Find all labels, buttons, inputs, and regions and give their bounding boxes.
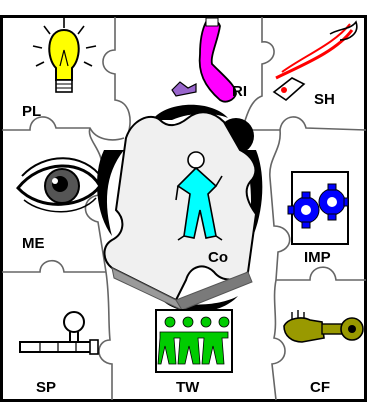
label-sh: SH [314, 91, 335, 108]
label-pl: PL [22, 103, 41, 120]
label-imp: IMP [304, 249, 331, 266]
label-me: ME [22, 235, 45, 252]
label-tw: TW [176, 379, 200, 396]
label-ri: RI [232, 83, 247, 100]
label-co: Co [208, 249, 228, 266]
center-piece [105, 112, 257, 310]
gears-icon [288, 172, 348, 244]
label-cf: CF [310, 379, 330, 396]
label-sp: SP [36, 379, 56, 396]
paper-dolls-icon [156, 310, 232, 372]
